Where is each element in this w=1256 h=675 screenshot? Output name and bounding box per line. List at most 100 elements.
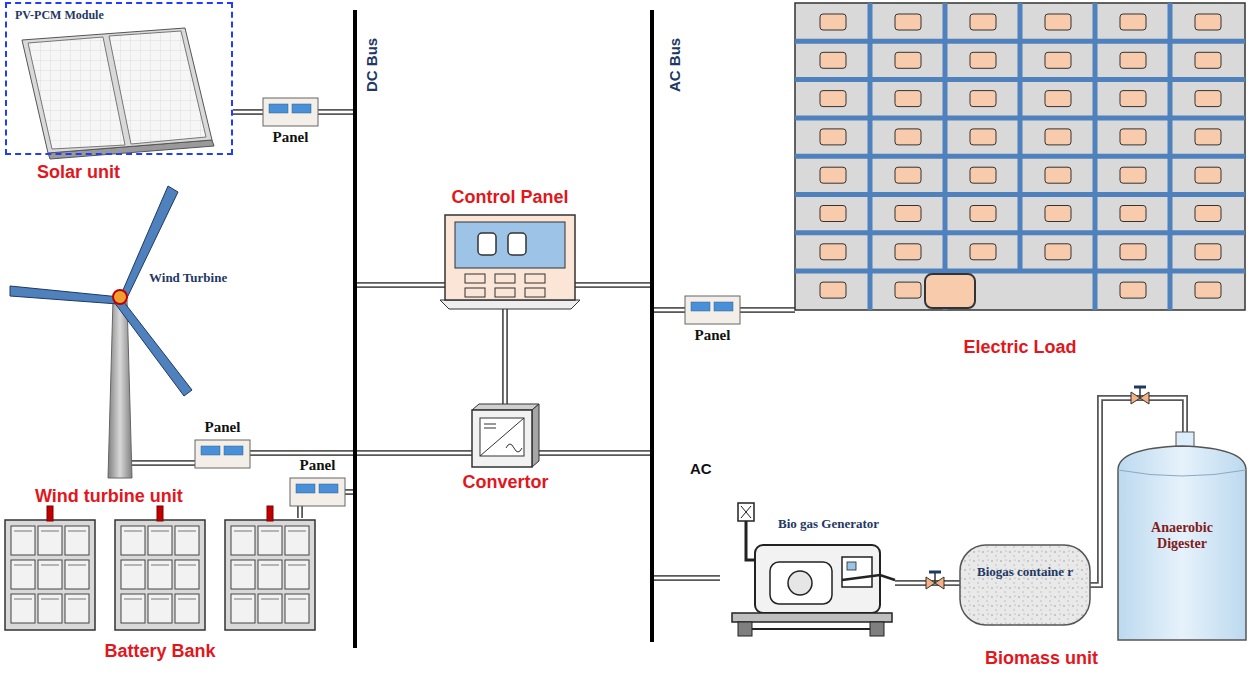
building-drawing-part <box>1120 282 1146 298</box>
panel-box-part <box>292 104 311 113</box>
building-drawing-part <box>795 269 1245 274</box>
battery-drawing-part <box>151 565 169 566</box>
generator-drawing-part <box>738 503 754 521</box>
node-label: Electric Load <box>895 337 1145 358</box>
node-label: Panel <box>675 327 750 344</box>
battery-drawing-part <box>258 594 282 623</box>
building-drawing-part <box>795 39 1245 44</box>
battery-drawing-part <box>231 526 255 555</box>
wire-line <box>654 307 685 313</box>
battery-drawing-part <box>175 560 199 589</box>
battery-drawing-part <box>148 560 172 589</box>
battery-drawing-part <box>124 599 142 600</box>
building-drawing-part <box>820 52 846 68</box>
building-drawing-part <box>895 282 921 298</box>
wind-turbine-drawing-part <box>10 286 120 304</box>
generator-drawing-part <box>741 506 751 518</box>
node-label: DC Bus <box>363 38 380 92</box>
wire <box>505 309 506 404</box>
convertor-drawing-part <box>472 404 539 410</box>
wind-turbine-drawing-part <box>114 297 192 396</box>
battery-drawing-part <box>151 531 169 532</box>
building-drawing-part <box>895 129 921 145</box>
control-panel-drawing-part <box>445 215 575 300</box>
biogas-container-drawing-part <box>960 545 1090 625</box>
node-label: Panel <box>253 129 328 146</box>
wire-inner <box>299 506 301 518</box>
building-drawing-part <box>1120 52 1146 68</box>
building-drawing-part <box>1195 91 1221 107</box>
building-drawing-part <box>820 244 846 260</box>
battery-drawing-part <box>261 531 279 532</box>
building-drawing-part <box>795 230 1245 235</box>
control-panel-drawing-part <box>525 288 545 297</box>
generator-drawing-part <box>738 622 752 636</box>
battery-drawing-part <box>14 565 32 566</box>
solar-panel-drawing-part <box>22 28 212 153</box>
building-drawing-part <box>1195 167 1221 183</box>
battery-drawing-part <box>41 565 59 566</box>
building-drawing-part <box>795 192 1245 197</box>
building-drawing-part <box>1195 129 1221 145</box>
battery-drawing-part <box>41 531 59 532</box>
wire <box>250 453 353 454</box>
node-label: Battery Bank <box>35 641 285 662</box>
battery-drawing-part <box>41 599 59 600</box>
building-drawing-part <box>1195 14 1221 30</box>
building-drawing-part <box>795 115 1245 120</box>
convertor: Convertor <box>472 404 539 467</box>
panel-box-part <box>685 296 740 324</box>
wire-line <box>318 109 353 115</box>
panel-box-part <box>691 302 710 311</box>
panel-box: Panel <box>685 296 740 324</box>
solar-panel-drawing-part <box>28 37 125 149</box>
wire-line <box>740 307 795 313</box>
building-drawing-part <box>895 206 921 222</box>
battery-drawing-part <box>65 526 89 555</box>
panel-box: Panel <box>290 478 345 506</box>
wind-turbine: Wind TurbineWind turbine unit <box>5 185 233 478</box>
battery-drawing-part <box>121 594 145 623</box>
building-drawing-part <box>795 3 1245 310</box>
wire-line <box>357 282 445 288</box>
building-drawing-part <box>970 14 996 30</box>
building-drawing-part <box>1120 167 1146 183</box>
wire <box>575 285 650 286</box>
building-drawing-part <box>1195 206 1221 222</box>
node-label: Solar unit <box>37 162 120 183</box>
battery-drawing-part <box>11 526 35 555</box>
node-label: Anaerobic Digester <box>1128 520 1236 552</box>
generator-drawing-part <box>870 622 884 636</box>
generator-drawing-part <box>770 562 832 604</box>
building-drawing-part <box>1195 244 1221 260</box>
control-panel-drawing-part <box>495 288 515 297</box>
battery-drawing-part <box>234 565 252 566</box>
battery-drawing-part <box>234 599 252 600</box>
battery-drawing-part <box>11 594 35 623</box>
control-panel-drawing-part <box>525 274 545 283</box>
wire <box>654 578 720 579</box>
battery-drawing-part <box>157 506 163 521</box>
battery-drawing-part <box>175 526 199 555</box>
battery-drawing-part <box>65 560 89 589</box>
pv-module-box: PV-PCM ModuleSolar unit <box>5 2 233 155</box>
digester-drawing-part <box>1118 446 1246 640</box>
building-drawing-part <box>970 52 996 68</box>
battery-drawing-part <box>285 526 309 555</box>
building-drawing-part <box>895 91 921 107</box>
wire <box>357 285 445 286</box>
battery-drawing-part <box>261 599 279 600</box>
wind-turbine-drawing-part <box>108 300 132 478</box>
electric-load: Electric Load <box>795 3 1245 310</box>
node-label: Convertor <box>442 472 569 493</box>
battery-drawing-part <box>148 526 172 555</box>
panel-box <box>195 98 740 506</box>
battery-drawing-part <box>124 531 142 532</box>
generator-drawing <box>732 503 895 636</box>
wire-inner <box>654 577 720 579</box>
panel-box-part <box>296 484 315 493</box>
building-drawing-part <box>820 14 846 30</box>
panel-box-part <box>263 98 318 126</box>
wire-inner <box>575 284 650 286</box>
